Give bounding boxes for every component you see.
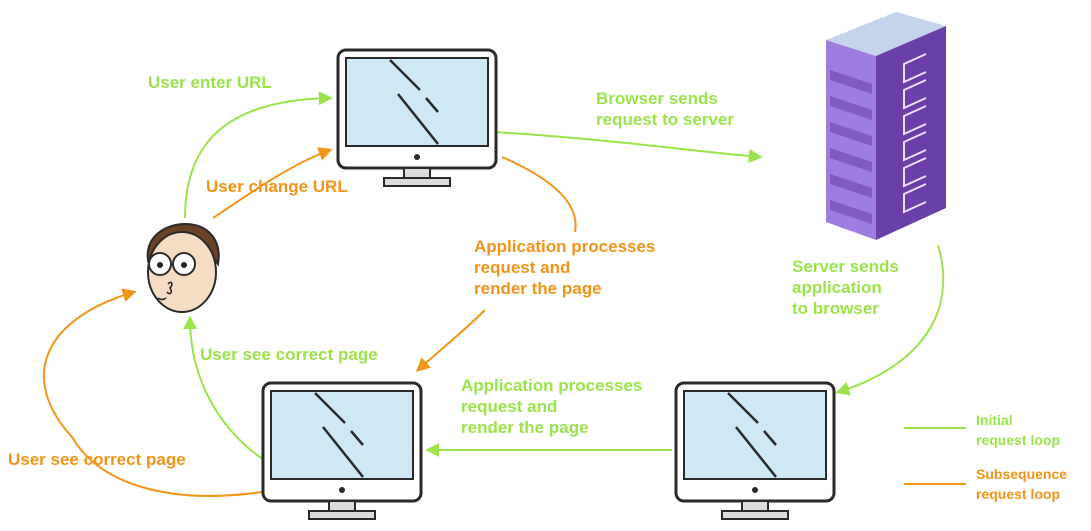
arrow-processing-to-bottom-monitor <box>415 309 486 372</box>
server-handle <box>903 53 927 84</box>
server-handle <box>903 79 927 110</box>
arrow-bottom-monitor-around-to-user <box>71 436 263 497</box>
monitor-base <box>721 510 789 520</box>
screen-glare <box>350 430 364 446</box>
user-avatar-icon <box>146 222 220 313</box>
monitor-base <box>383 177 451 187</box>
monitor-base <box>308 510 376 520</box>
bottom-right-monitor <box>674 381 836 520</box>
monitor-neck <box>741 500 769 512</box>
server-handle <box>903 131 927 162</box>
server-bay <box>830 148 872 172</box>
label-app-processes-top: Application processes request and render… <box>474 237 656 298</box>
initial-loop-arrows <box>183 91 945 461</box>
power-button-icon <box>752 487 758 493</box>
arrow-bottom-monitor-to-user <box>183 315 265 461</box>
arrow-top-monitor-to-server <box>494 131 763 163</box>
top-monitor <box>336 48 498 187</box>
power-button-icon <box>339 487 345 493</box>
monitor-neck <box>328 500 356 512</box>
label-user-see-correct-page-green: User see correct page <box>200 345 378 364</box>
legend-initial-label: Initial request loop <box>976 412 1061 448</box>
server-handle <box>903 105 927 136</box>
screen-glare <box>314 392 346 424</box>
server-handle <box>903 157 927 188</box>
server-bay <box>830 70 872 94</box>
label-user-see-correct-page-orange: User see correct page <box>8 450 186 469</box>
screen-glare <box>425 97 439 113</box>
monitor-neck <box>403 167 431 179</box>
server-handle <box>903 183 927 214</box>
label-user-enter-url: User enter URL <box>148 73 272 92</box>
legend-subsequence-label: Subsequence request loop <box>976 466 1068 502</box>
screen-glare <box>727 392 759 424</box>
screen-glare <box>322 426 364 478</box>
arrow-user-to-top-monitor <box>184 91 333 219</box>
bottom-left-monitor <box>261 381 423 520</box>
server-bay <box>830 96 872 120</box>
subsequence-loop-arrows <box>42 147 577 497</box>
label-browser-sends-request: Browser sends request to server <box>596 89 734 129</box>
server-bay <box>830 200 872 224</box>
screen-glare <box>763 430 777 446</box>
screen-glare <box>735 426 777 478</box>
server-bay <box>830 174 872 198</box>
monitor-screen <box>345 57 489 147</box>
arrow-loop-up-to-user <box>42 288 137 438</box>
label-user-change-url: User change URL <box>206 177 348 196</box>
power-button-icon <box>414 154 420 160</box>
server-rack-icon <box>826 12 946 240</box>
screen-glare <box>397 93 439 145</box>
arrow-user-change-url <box>212 147 333 219</box>
monitor-screen <box>683 390 827 480</box>
screen-glare <box>389 59 421 91</box>
monitor-screen <box>270 390 414 480</box>
label-app-processes-bottom: Application processes request and render… <box>461 376 643 437</box>
arrow-server-to-right-monitor <box>835 244 945 396</box>
label-server-sends-app: Server sends application to browser <box>792 257 899 318</box>
arrow-top-monitor-to-processing <box>501 156 577 233</box>
server-bay <box>830 122 872 146</box>
